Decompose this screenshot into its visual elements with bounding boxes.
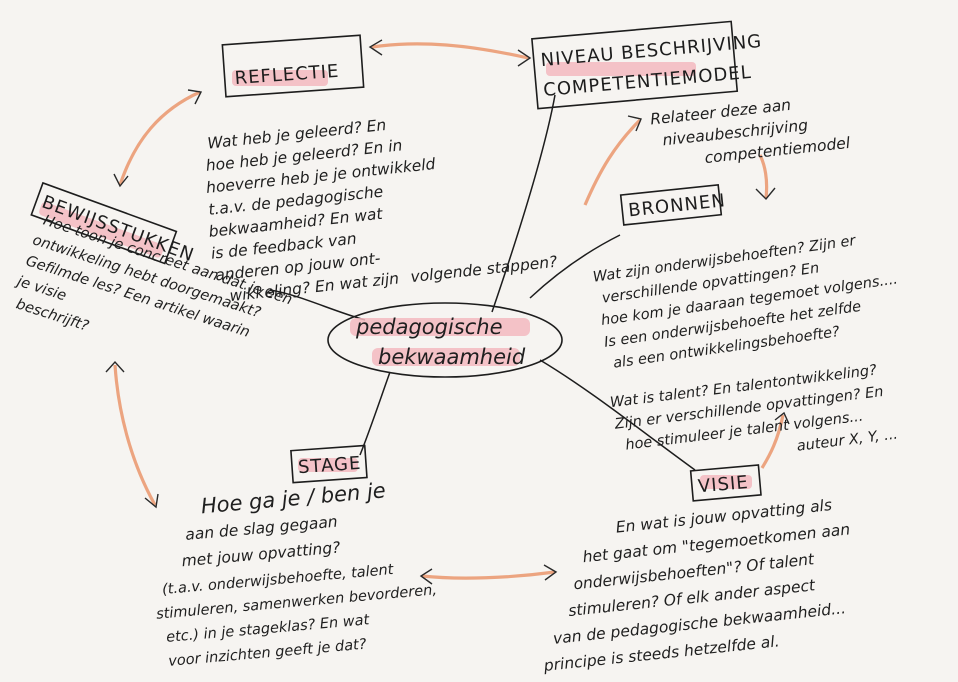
reflectie-line: volgende stappen? bbox=[410, 253, 558, 286]
relation-arrows bbox=[113, 42, 785, 580]
center-label-line2: bekwaamheid bbox=[378, 345, 526, 369]
bronnen-node: BRONNEN Wat zijn onderwijsbehoeften? Zij… bbox=[592, 183, 899, 455]
stage-node: STAGE Hoe ga je / ben je aan de slag geg… bbox=[156, 444, 438, 670]
stage-title: STAGE bbox=[297, 453, 362, 478]
visie-title: VISIE bbox=[697, 472, 749, 497]
stage-line: met jouw opvatting? bbox=[181, 538, 341, 570]
niveau-node: NIVEAU BESCHRIJVING COMPETENTIEMODEL Rel… bbox=[531, 20, 852, 167]
visie-node: VISIE En wat is jouw opvatting als het g… bbox=[542, 464, 851, 675]
center-node: pedagogische bekwaamheid bbox=[327, 302, 563, 378]
stage-line: Hoe ga je / ben je bbox=[200, 478, 387, 518]
bronnen-title: BRONNEN bbox=[627, 190, 726, 221]
center-label-line1: pedagogische bbox=[355, 315, 503, 339]
reflectie-node: REFLECTIE Wat heb je geleerd? En hoe heb… bbox=[205, 34, 558, 305]
center-connectors bbox=[269, 94, 696, 471]
bewijsstukken-line: beschrijft? bbox=[14, 296, 91, 335]
arrowheads bbox=[105, 39, 790, 585]
